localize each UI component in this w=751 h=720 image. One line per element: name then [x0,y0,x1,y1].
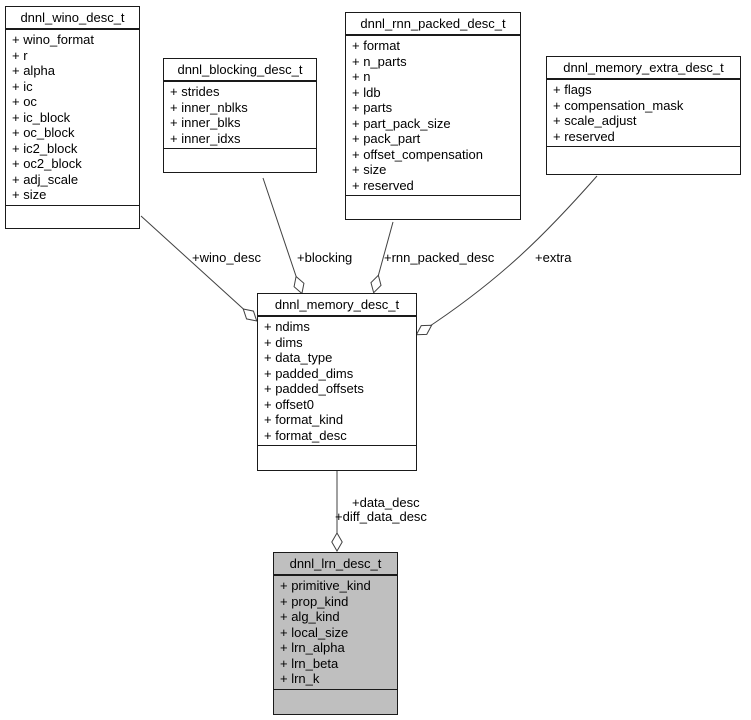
edge-label-extra: +extra [535,250,572,265]
edge-wino-desc [140,215,251,316]
class-field: + adj_scale [12,171,79,187]
class-field: + padded_dims [264,365,354,381]
edge-label-rnn-packed-desc: +rnn_packed_desc [384,250,495,265]
class-field: + primitive_kind [280,578,371,593]
class-field: + r [12,47,28,63]
class-field: + reserved [352,177,414,193]
class-field: + oc2_block [12,156,82,171]
class-empty-section [258,445,416,470]
class-field: + flags [553,82,592,97]
class-field-list: + ndims+ dims+ data_type+ padded_dims+ p… [258,317,416,445]
class-field: + wino_format [12,32,95,47]
class-box-dnnl-memory-extra-desc-t[interactable]: dnnl_memory_extra_desc_t + flags+ compen… [546,56,741,175]
class-box-dnnl-memory-desc-t[interactable]: dnnl_memory_desc_t + ndims+ dims+ data_t… [257,293,417,471]
class-empty-section [6,204,139,229]
class-field: + lrn_alpha [280,640,345,655]
edge-label-data-desc: +data_desc [352,495,420,510]
edge-label-wino-desc: +wino_desc [192,250,262,265]
class-box-dnnl-blocking-desc-t[interactable]: dnnl_blocking_desc_t + strides+ inner_nb… [163,58,317,173]
class-field: + ndims [264,319,310,334]
class-field: + ic2_block [12,140,78,156]
class-title[interactable]: dnnl_rnn_packed_desc_t [346,13,520,36]
class-field-list: + wino_format+ r+ alpha+ ic+ oc+ ic_bloc… [6,30,139,205]
class-title[interactable]: dnnl_memory_desc_t [258,294,416,317]
aggregation-diamond-wino [242,308,258,322]
class-field: + inner_nblks [170,99,248,115]
class-field: + compensation_mask [553,97,684,113]
class-field: + ldb [352,84,381,100]
class-field: + size [352,162,387,177]
edge-rnn-packed-desc [375,221,394,285]
class-title[interactable]: dnnl_wino_desc_t [6,7,139,30]
edge-label-blocking: +blocking [297,250,353,265]
class-field: + part_pack_size [352,115,451,131]
class-field: + lrn_k [280,671,320,686]
edge-blocking [262,177,300,286]
class-field: + pack_part [352,131,421,146]
class-field: + oc_block [12,125,75,140]
class-empty-section [164,148,316,172]
class-field: + parts [352,100,393,115]
class-field: + scale_adjust [553,113,637,128]
class-empty-section [346,195,520,219]
class-field: + inner_idxs [170,130,241,146]
class-field: + offset0 [264,396,314,412]
class-field: + strides [170,84,220,99]
class-box-dnnl-wino-desc-t[interactable]: dnnl_wino_desc_t + wino_format+ r+ alpha… [5,6,140,229]
class-field: + prop_kind [280,593,349,609]
class-field: + n_parts [352,53,407,69]
class-field: + lrn_beta [280,655,339,671]
class-box-dnnl-rnn-packed-desc-t[interactable]: dnnl_rnn_packed_desc_t + format+ n_parts… [345,12,521,220]
class-field: + n [352,69,371,84]
class-field-list: + flags+ compensation_mask+ scale_adjust… [547,80,740,146]
class-field: + inner_blks [170,115,241,130]
class-field: + reserved [553,128,615,144]
class-title[interactable]: dnnl_memory_extra_desc_t [547,57,740,80]
class-empty-section [274,688,397,714]
class-field: + format_desc [264,427,347,443]
aggregation-diamond-data-desc [331,532,343,552]
class-field: + padded_offsets [264,381,364,396]
class-field: + ic_block [12,109,71,125]
class-box-dnnl-lrn-desc-t: dnnl_lrn_desc_t + primitive_kind+ prop_k… [273,552,398,715]
class-field: + alg_kind [280,609,340,624]
class-field: + local_size [280,624,349,640]
class-field: + alpha [12,63,56,78]
class-field-list: + format+ n_parts+ n+ ldb+ parts+ part_p… [346,36,520,195]
edge-extra [423,175,598,331]
aggregation-diamond-rnn [370,274,382,294]
class-field: + data_type [264,350,333,365]
class-field: + format_kind [264,412,344,427]
class-field-list: + primitive_kind+ prop_kind+ alg_kind+ l… [274,576,397,689]
class-field: + format [352,38,401,53]
class-field: + offset_compensation [352,146,483,162]
class-title[interactable]: dnnl_blocking_desc_t [164,59,316,82]
class-field: + size [12,187,47,202]
class-field: + ic [12,78,33,94]
class-field: + dims [264,334,303,350]
class-field-list: + strides+ inner_nblks+ inner_blks+ inne… [164,82,316,148]
edge-label-diff-data-desc: +diff_data_desc [335,509,427,524]
class-field: + oc [12,94,37,109]
class-empty-section [547,146,740,174]
class-title: dnnl_lrn_desc_t [274,553,397,576]
